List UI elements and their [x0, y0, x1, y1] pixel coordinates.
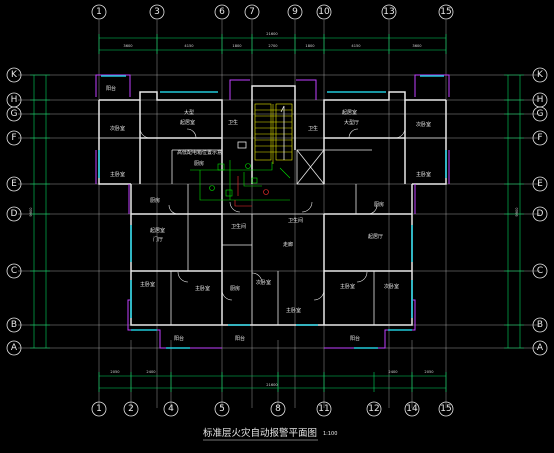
- label-bath-tl2: 厨房: [194, 160, 204, 167]
- label-bal-b2: 阳台: [235, 335, 245, 342]
- axis-right-B: B: [537, 320, 543, 330]
- label-bath-tl: 卫生: [228, 119, 238, 126]
- axis-left-E: E: [11, 179, 17, 189]
- axis-bubbles-left: K H G F E D C B A: [6, 67, 22, 356]
- label-bedroom-tl: 次卧室: [110, 125, 125, 132]
- label-living-r: 大型厅: [344, 119, 359, 126]
- axis-right-G: G: [537, 109, 544, 119]
- axis-right-F: F: [537, 133, 542, 143]
- room-labels: 阳台 次卧室 大型 起居室 卫生 起居室 大型厅 次卧室 卫生 主卧室 主卧室 …: [106, 85, 431, 342]
- axis-left-K: K: [11, 70, 18, 80]
- dim-bottom-1: 2050: [110, 370, 120, 374]
- axis-left-C: C: [11, 266, 17, 276]
- label-master-r: 主卧室: [416, 171, 431, 178]
- label-bedroom-r: 起居室: [342, 109, 357, 116]
- label-bath-c1: 卫生间: [231, 223, 246, 230]
- axis-top-9: 9: [292, 7, 298, 17]
- dim-bottom-total: 21600: [266, 383, 278, 387]
- windows: [98, 75, 447, 349]
- door-swings: [139, 127, 406, 301]
- axis-left-B: B: [11, 320, 17, 330]
- axis-bottom-1: 1: [96, 404, 102, 414]
- dim-top-4: 2700: [268, 44, 278, 48]
- label-elev-note: 高低配电箱位置示意: [177, 149, 222, 156]
- label-bed-b1: 主卧室: [140, 281, 155, 288]
- drawing-title: 标准层火灾自动报警平面图: [203, 427, 317, 439]
- label-bath-c2: 卫生间: [288, 217, 303, 224]
- label-kitchen-l: 厨房: [150, 197, 160, 204]
- axis-right-E: E: [537, 179, 543, 189]
- label-corr: 走廊: [283, 241, 293, 248]
- label-bal-b3: 阳台: [350, 335, 360, 342]
- dim-bottom-8: 2050: [424, 370, 434, 374]
- label-balcony-tl: 阳台: [106, 85, 116, 92]
- dim-top-1: 3600: [123, 44, 133, 48]
- dim-bottom-7: 2400: [388, 370, 398, 374]
- dim-top-total: 21600: [266, 32, 278, 36]
- dim-top-7: 3600: [412, 44, 422, 48]
- axis-bottom-15: 15: [440, 404, 451, 414]
- label-dining-r: 起居厅: [368, 234, 383, 240]
- axis-bottom-5: 5: [219, 404, 225, 414]
- axis-bottom-14: 14: [406, 404, 418, 414]
- dim-top-2: 4150: [184, 44, 194, 48]
- axis-left-H: H: [11, 95, 18, 105]
- axis-bottom-4: 4: [168, 404, 174, 414]
- axis-top-3: 3: [154, 7, 160, 17]
- dim-top-5: 1800: [305, 44, 315, 48]
- axis-bottom-2: 2: [128, 404, 134, 414]
- axis-left-D: D: [11, 209, 18, 219]
- axis-top-7: 7: [249, 7, 255, 17]
- axis-top-13: 13: [383, 7, 394, 17]
- axis-right-K: K: [537, 70, 544, 80]
- label-kitchen-r: 厨房: [374, 201, 384, 208]
- label-bed-b3: 厨房: [230, 285, 240, 292]
- axis-bottom-11: 11: [318, 404, 329, 414]
- dimension-text: 21600 3600 4150 1800 2700 1800 4150 3600…: [29, 32, 519, 387]
- axis-top-15: 15: [440, 7, 451, 17]
- label-bed-b6: 次卧室: [384, 283, 399, 290]
- label-bed-b5: 主卧室: [286, 307, 301, 314]
- dim-top-6: 4150: [351, 44, 361, 48]
- drawing-scale: 1:100: [323, 431, 337, 437]
- axis-right-C: C: [537, 266, 543, 276]
- label-master-l: 主卧室: [110, 171, 125, 178]
- label-dining-l2: 门厅: [153, 236, 163, 243]
- label-bedroom-tr: 次卧室: [416, 121, 431, 128]
- label-bed-b5r: 主卧室: [340, 283, 355, 290]
- axis-top-10: 10: [318, 7, 330, 17]
- alarm-wiring: [190, 141, 291, 207]
- label-bed-b4: 次卧室: [256, 279, 271, 286]
- axis-right-D: D: [537, 209, 544, 219]
- axis-bottom-12: 12: [368, 404, 379, 414]
- axis-left-A: A: [11, 343, 18, 353]
- label-bath-tr: 卫生: [308, 125, 318, 132]
- axis-bubbles-top: 1 3 6 7 9 10 13 15: [91, 4, 454, 20]
- axis-right-H: H: [537, 95, 544, 105]
- label-bed-b2: 主卧室: [195, 285, 210, 292]
- axis-top-6: 6: [219, 7, 225, 17]
- axis-left-G: G: [11, 109, 18, 119]
- label-bal-b1: 阳台: [174, 335, 184, 342]
- axis-top-1: 1: [96, 7, 102, 17]
- axis-bottom-8: 8: [275, 404, 281, 414]
- dim-right-total: 9900: [515, 207, 519, 217]
- dim-top-3: 1800: [232, 44, 242, 48]
- axis-right-A: A: [537, 343, 544, 353]
- label-living-l: 大型: [184, 109, 194, 116]
- dim-left-total: 9900: [29, 207, 33, 217]
- label-dining-l: 起居室: [150, 227, 165, 234]
- axis-bubbles-right: K H G F E D C B A: [532, 67, 548, 356]
- label-living-l2: 起居室: [180, 119, 195, 126]
- axis-bubbles-bottom: 1 2 4 5 8 11 12 14 15: [91, 401, 454, 417]
- dimension-lines: [30, 34, 524, 392]
- axis-left-F: F: [11, 133, 16, 143]
- stair-flights: [254, 103, 293, 164]
- dim-bottom-2: 2400: [146, 370, 156, 374]
